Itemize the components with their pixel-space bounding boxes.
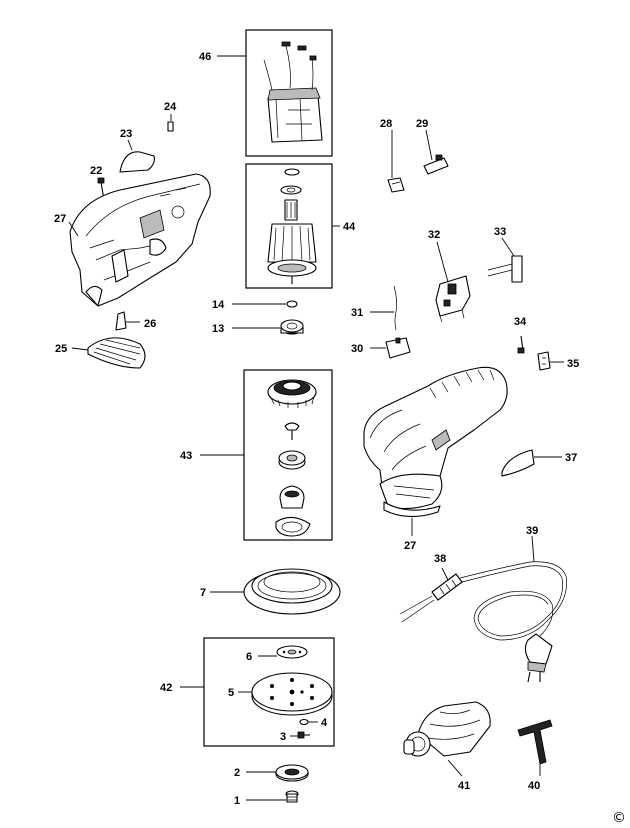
part-3-screw[interactable]: [297, 731, 310, 739]
part-41-dust-bag[interactable]: [403, 701, 491, 757]
part-2-washer[interactable]: [275, 764, 309, 782]
part-24-pin[interactable]: [167, 121, 174, 132]
label-31: 31: [351, 307, 363, 319]
part-32-switch[interactable]: [435, 275, 471, 323]
label-22: 22: [90, 165, 102, 177]
part-23-cover[interactable]: [119, 151, 155, 173]
label-35: 35: [567, 358, 579, 370]
label-2: 2: [234, 767, 240, 779]
copyright-mark: ©: [612, 810, 626, 826]
part-31-wire[interactable]: [393, 285, 398, 331]
part-6-plate[interactable]: [276, 645, 308, 659]
part-5-sanding-pad[interactable]: [251, 672, 333, 716]
part-39-power-cord[interactable]: [459, 561, 567, 683]
part-34-screw[interactable]: [517, 335, 525, 354]
label-13: 13: [212, 323, 224, 335]
label-7: 7: [200, 587, 206, 599]
part-25-grille[interactable]: [87, 337, 146, 369]
label-39: 39: [526, 525, 538, 537]
part-28-switch-block[interactable]: [387, 177, 405, 193]
label-29: 29: [416, 118, 428, 130]
label-33: 33: [494, 226, 506, 238]
part-27-sander-assembly[interactable]: [363, 366, 508, 518]
label-44: 44: [343, 221, 356, 233]
part-37-shield[interactable]: [501, 449, 535, 477]
label-26: 26: [144, 318, 156, 330]
label-5: 5: [228, 687, 234, 699]
label-46: 46: [199, 51, 211, 63]
part-27-housing-half[interactable]: [69, 173, 211, 307]
label-27-top: 27: [54, 213, 66, 225]
label-40: 40: [528, 780, 540, 792]
part-46-field-coil[interactable]: [245, 29, 333, 157]
label-28: 28: [380, 118, 392, 130]
label-14: 14: [212, 299, 225, 311]
part-26-clip[interactable]: [115, 311, 127, 331]
label-42: 42: [160, 682, 172, 694]
label-38: 38: [434, 553, 446, 565]
label-24: 24: [164, 101, 177, 113]
part-1-screw[interactable]: [285, 790, 299, 803]
part-43-fan-assembly[interactable]: [243, 369, 333, 541]
label-43: 43: [180, 450, 192, 462]
part-13-bearing[interactable]: [280, 319, 304, 335]
part-4-ring[interactable]: [299, 718, 309, 726]
part-44-armature[interactable]: [245, 163, 333, 289]
label-27-bottom: 27: [404, 540, 416, 552]
part-35-cord-clamp[interactable]: [537, 351, 551, 371]
part-7-ring[interactable]: [243, 568, 341, 615]
part-33-contacts[interactable]: [487, 255, 523, 283]
part-30-capacitor[interactable]: [385, 337, 411, 359]
label-41: 41: [458, 780, 470, 792]
label-37: 37: [565, 452, 577, 464]
part-38-strain-relief[interactable]: [399, 573, 463, 623]
part-29-brush-holder[interactable]: [423, 154, 449, 175]
label-32: 32: [428, 229, 440, 241]
label-6: 6: [246, 651, 252, 663]
part-42-pad-assembly[interactable]: [203, 637, 335, 747]
label-1: 1: [234, 795, 240, 807]
label-4: 4: [321, 717, 328, 729]
label-30: 30: [351, 343, 363, 355]
label-25: 25: [55, 343, 67, 355]
label-3: 3: [280, 731, 286, 743]
label-23: 23: [120, 128, 132, 140]
part-14-washer[interactable]: [286, 300, 298, 308]
label-34: 34: [514, 316, 527, 328]
part-40-hex-key[interactable]: [517, 719, 553, 765]
